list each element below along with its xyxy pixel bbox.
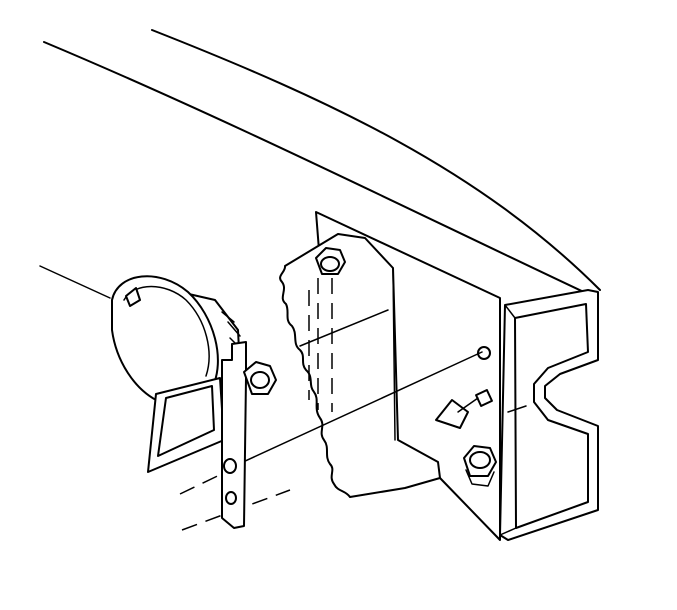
rivet-nut	[435, 389, 493, 429]
frame-rail	[43, 29, 601, 541]
horn-bracket	[221, 341, 247, 529]
bracket-hole	[223, 458, 237, 474]
bracket-slot	[225, 491, 237, 505]
horn-bolt	[243, 361, 277, 395]
mounting-bracket	[279, 233, 441, 498]
lower-nut	[463, 445, 497, 487]
horn	[39, 265, 243, 473]
mounting-hole	[477, 346, 491, 360]
upper-nut	[315, 247, 346, 275]
